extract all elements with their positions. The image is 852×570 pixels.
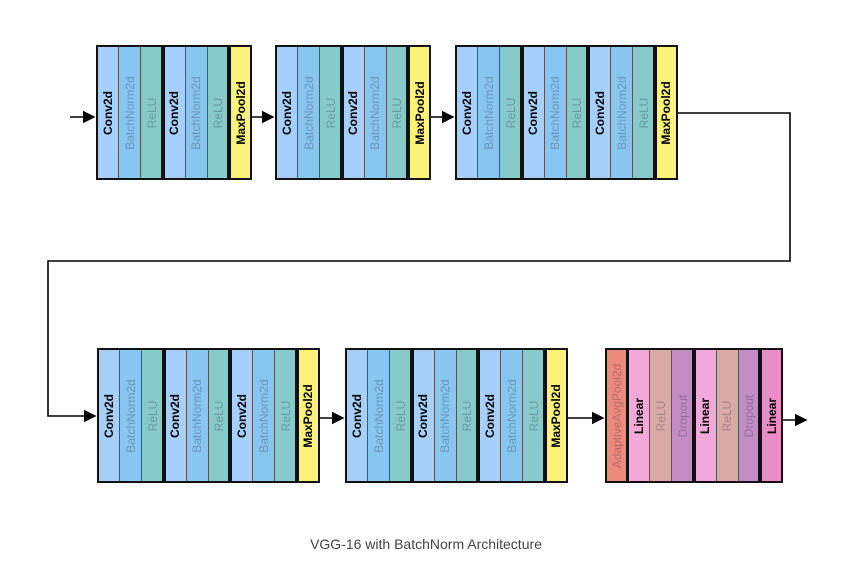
layer-group — [275, 45, 342, 180]
layer-group — [521, 45, 588, 180]
layer-label: Linear — [764, 397, 779, 434]
layer-maxpool2d: MaxPool2d — [654, 45, 678, 180]
layer-group — [341, 45, 408, 180]
arrow-3-4 — [47, 112, 791, 423]
layer-label: AdaptiveAvgPool2d — [609, 363, 624, 468]
layer-maxpool2d: MaxPool2d — [229, 45, 252, 180]
layer-linear: Linear — [760, 348, 783, 483]
layer-label: MaxPool2d — [549, 383, 563, 448]
layer-group — [588, 45, 655, 180]
layer-group — [455, 45, 522, 180]
layer-maxpool2d: MaxPool2d — [408, 45, 431, 180]
layer-group — [97, 348, 164, 483]
layer-label: MaxPool2d — [659, 80, 673, 145]
layer-label: MaxPool2d — [301, 383, 315, 448]
layer-group — [162, 45, 229, 180]
caption: VGG-16 with BatchNorm Architecture — [310, 536, 542, 552]
layer-group — [163, 348, 230, 483]
layer-maxpool2d: MaxPool2d — [544, 348, 568, 483]
layer-label: MaxPool2d — [233, 80, 248, 145]
layer-group — [96, 45, 163, 180]
layer-group — [345, 348, 412, 483]
layer-group — [693, 348, 760, 483]
layer-maxpool2d: MaxPool2d — [296, 348, 320, 483]
layer-label: MaxPool2d — [412, 80, 427, 145]
layer-group — [411, 348, 478, 483]
layer-group — [478, 348, 545, 483]
layer-group — [627, 348, 694, 483]
layer-adaptiveavgpool2d: AdaptiveAvgPool2d — [605, 348, 628, 483]
layer-group — [230, 348, 297, 483]
